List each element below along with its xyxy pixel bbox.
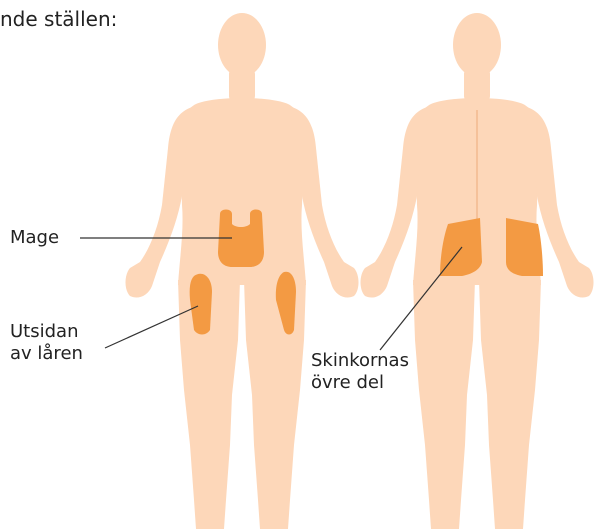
back-neck: [464, 68, 490, 102]
back-body-figure: [361, 13, 594, 529]
front-right-leg: [244, 280, 306, 529]
right-buttock-injection-area: [506, 218, 543, 276]
buttock-label-line1: Skinkornas: [311, 350, 409, 372]
buttock-label: Skinkornas övre del: [311, 350, 409, 394]
thigh-label: Utsidan av låren: [10, 321, 83, 365]
front-neck: [229, 68, 255, 102]
page-heading: nde ställen:: [0, 8, 117, 30]
thigh-label-line2: av låren: [10, 343, 83, 365]
buttock-label-line2: övre del: [311, 372, 409, 394]
front-body-figure: [126, 13, 359, 529]
abdomen-label: Mage: [10, 227, 59, 249]
front-head: [218, 13, 266, 77]
back-left-leg: [413, 280, 475, 529]
back-head: [453, 13, 501, 77]
thigh-label-line1: Utsidan: [10, 321, 83, 343]
back-right-leg: [479, 280, 541, 529]
